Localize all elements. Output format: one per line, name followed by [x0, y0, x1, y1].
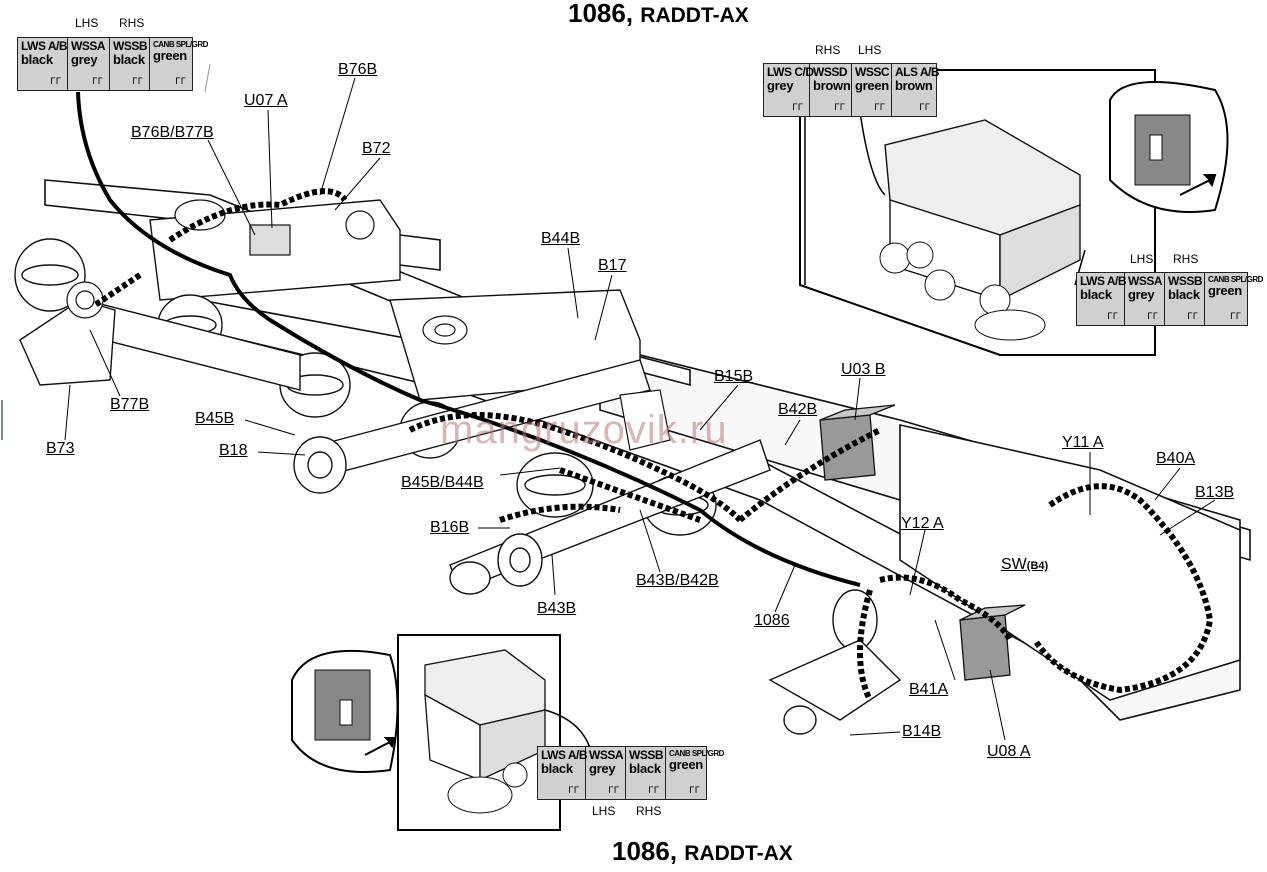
label-b45b-b44b: B45B/B44B — [401, 474, 484, 491]
chain-harnesses — [93, 188, 1214, 702]
label-b13b: B13B — [1195, 484, 1235, 501]
label-b14b: B14B — [902, 723, 942, 740]
conn-tl-1-color: grey — [71, 52, 98, 67]
label-u08a: U08 A — [987, 743, 1031, 760]
inset-bottom — [291, 634, 591, 831]
conn-mr-3-name: CANB SPL/GRD — [1208, 275, 1263, 284]
label-b16b: B16B — [430, 519, 470, 536]
label-sw-main: SW — [1001, 556, 1027, 573]
conn-mr-0-color: black — [1080, 287, 1112, 302]
bottom-title-code: 1086 — [612, 836, 670, 866]
axles — [19, 299, 902, 735]
label-b45b: B45B — [195, 410, 235, 427]
label-b40a: B40A — [1156, 450, 1196, 467]
label-b43b: B43B — [537, 600, 577, 617]
top-title-code: 1086 — [568, 0, 626, 28]
tr-lhs-label: LHS — [858, 43, 882, 57]
conn-tl-3-name: CANB SPL/GRD — [153, 40, 208, 49]
leader-lines — [64, 63, 1216, 741]
conn-tl-0-name: LWS A/B — [21, 39, 68, 53]
conn-tl-2-color: black — [113, 52, 145, 67]
conn-tr-3-color: brown — [895, 78, 933, 93]
label-b76b: B76B — [338, 61, 378, 78]
conn-tr-0-name: LWS C/D — [767, 65, 814, 79]
label-u07a: U07 A — [244, 92, 288, 109]
mr-rhs-label: RHS — [1173, 252, 1199, 266]
label-b77b: B77B — [110, 396, 150, 413]
conn-tl-0-color: black — [21, 52, 53, 67]
label-b42b: B42B — [778, 401, 818, 418]
tl-rhs-label: RHS — [119, 16, 145, 30]
label-b72: B72 — [362, 140, 391, 157]
conn-b-3-name: CANB SPL/GRD — [669, 749, 724, 758]
label-sw-sub: (B4) — [1026, 560, 1049, 572]
conn-b-1-name: WSSA — [589, 748, 624, 762]
label-1086: 1086 — [754, 612, 790, 629]
label-y12a: Y12 A — [901, 515, 944, 532]
conn-b-2-name: WSSB — [629, 748, 664, 762]
top-title: 1086, RADDT-AX — [568, 0, 749, 28]
bottom-title-name: RADDT-AX — [684, 842, 793, 865]
conn-tr-1-color: brown — [813, 78, 851, 93]
conn-b-0-color: black — [541, 761, 573, 776]
b-rhs-label: RHS — [636, 804, 662, 818]
conn-tl-2-name: WSSB — [113, 39, 148, 53]
label-b44b: B44B — [541, 230, 581, 247]
conn-tr-2-color: green — [855, 78, 889, 93]
conn-b-1-color: grey — [589, 761, 616, 776]
conn-mr-3-color: green — [1208, 283, 1242, 298]
modulator-u08a — [959, 604, 1026, 681]
label-y11a: Y11 A — [1062, 434, 1104, 451]
label-b76b-b77b: B76B/B77B — [131, 124, 214, 141]
label-b15b: B15B — [714, 368, 754, 385]
conn-tl-1-name: WSSA — [71, 39, 106, 53]
main-cable-1086 — [76, 91, 861, 587]
conn-tr-0-color: grey — [767, 78, 794, 93]
label-b43b-b42b: B43B/B42B — [636, 572, 719, 589]
label-b73: B73 — [46, 440, 75, 457]
label-b41a: B41A — [909, 681, 949, 698]
tl-lhs-label: LHS — [75, 16, 99, 30]
conn-mr-1-color: grey — [1128, 287, 1155, 302]
label-b17: B17 — [598, 257, 627, 274]
brake-details — [66, 199, 671, 451]
conn-mr-2-color: black — [1168, 287, 1200, 302]
conn-b-3-color: green — [669, 757, 703, 772]
watermark: mangruzovik.ru — [440, 408, 728, 452]
conn-tl-3-color: green — [153, 48, 187, 63]
bottom-title: 1086, RADDT-AX — [612, 836, 793, 866]
label-u03b: U03 B — [841, 361, 886, 378]
mr-lhs-label: LHS — [1130, 252, 1154, 266]
conn-mr-0-name: LWS A/B — [1080, 274, 1127, 288]
inset-top-right — [799, 69, 1229, 356]
tr-rhs-label: RHS — [815, 43, 841, 57]
conn-tr-2-name: WSSC — [855, 65, 890, 79]
conn-tr-1-name: WSSD — [813, 65, 848, 79]
conn-tr-3-name: ALS A/B — [895, 65, 940, 79]
conn-mr-1-name: WSSA — [1128, 274, 1163, 288]
b-lhs-label: LHS — [592, 804, 616, 818]
conn-b-0-name: LWS A/B — [541, 748, 588, 762]
top-title-name: RADDT-AX — [640, 4, 749, 27]
conn-b-2-color: black — [629, 761, 661, 776]
label-sw: SW(B4) — [1001, 556, 1048, 575]
conn-mr-2-name: WSSB — [1168, 274, 1203, 288]
label-b18: B18 — [219, 442, 248, 459]
